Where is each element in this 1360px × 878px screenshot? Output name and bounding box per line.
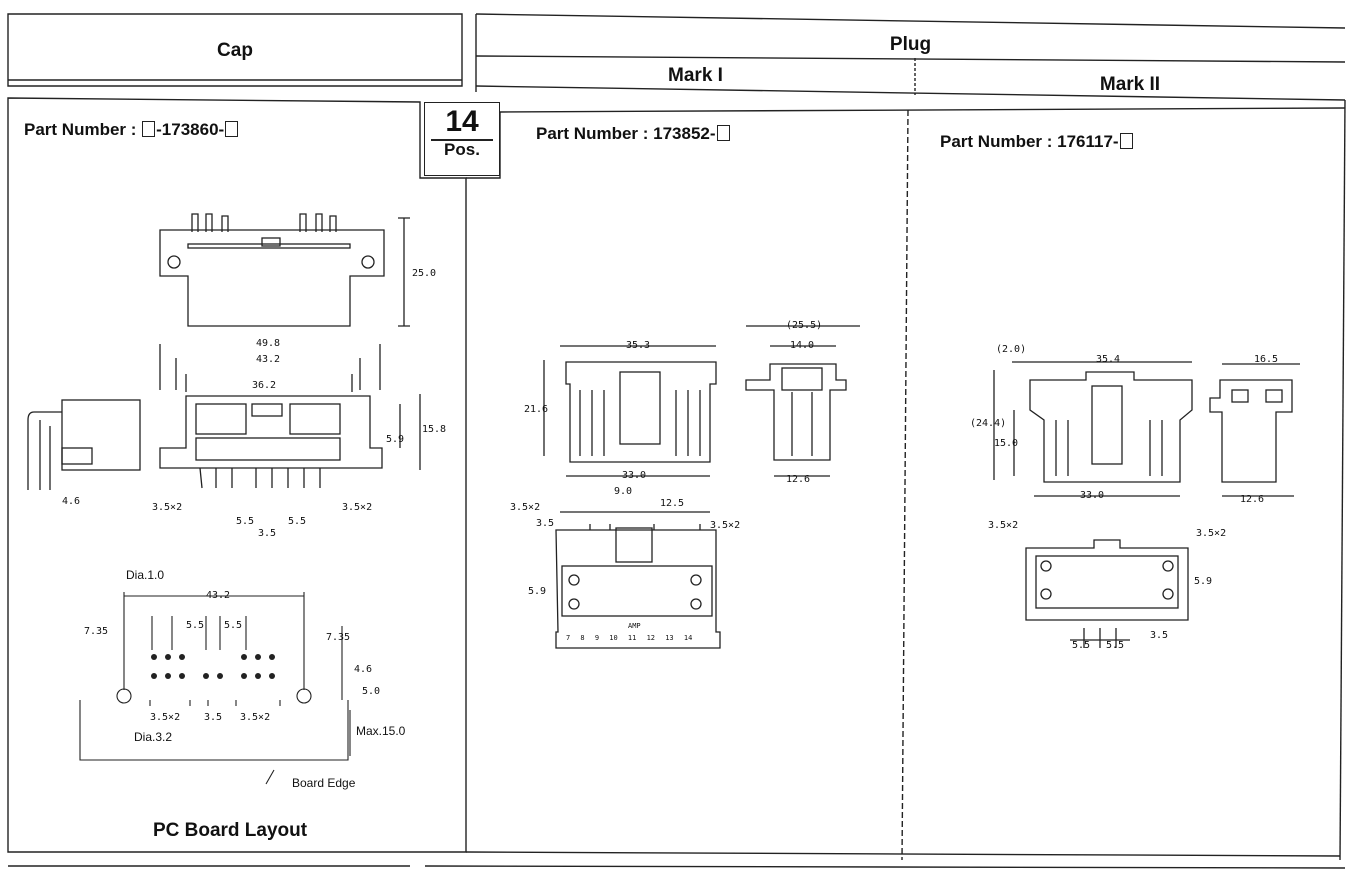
placeholder-box (142, 121, 156, 137)
board-edge-label: Board Edge (292, 776, 356, 790)
mark2-front-view (993, 361, 1193, 497)
dim-label: 7.35 (84, 626, 109, 637)
dim-label: 36.2 (252, 380, 277, 391)
dim-label: 43.2 (256, 354, 281, 365)
dim-label: 3.5 (258, 528, 277, 539)
dim-label: 5.9 (528, 586, 547, 597)
placeholder-box (1119, 133, 1133, 149)
dim-label: 35.3 (626, 340, 651, 351)
mark1-front-view (543, 345, 717, 477)
dim-label: 5.9 (1194, 576, 1213, 587)
dim-label: 5.5 (186, 620, 205, 631)
dim-label: 3.5 (204, 712, 223, 723)
position-count-badge: 14 Pos. (424, 102, 500, 176)
dim-label: 4.6 (62, 496, 81, 507)
mark2-part-number: Part Number : 176117- (940, 132, 1134, 152)
mark1-side-view (745, 325, 860, 477)
dim-label: 5.5 (1106, 640, 1125, 651)
dim-label: 3.5×2 (988, 520, 1019, 531)
dim-label: 35.4 (1096, 354, 1121, 365)
mark2-header: Mark II (1099, 74, 1161, 95)
dim-label: (25.5) (786, 320, 823, 331)
amp-mark: AMP (628, 622, 641, 630)
mark2-side-view (1209, 363, 1300, 497)
mark1-bottom-view (555, 511, 721, 649)
dim-label: 49.8 (256, 338, 281, 349)
dim-label: 3.5 (1150, 630, 1169, 641)
dim-label: 3.5×2 (510, 502, 541, 513)
dim-label: 3.5×2 (1196, 528, 1227, 539)
dim-label: 5.5 (1072, 640, 1091, 651)
max-height-label: Max.15.0 (356, 724, 406, 738)
position-count: 14 (445, 105, 479, 138)
placeholder-box (225, 121, 239, 137)
dim-label: 15.8 (422, 424, 447, 435)
mount-hole-dia-label: Dia.3.2 (134, 730, 173, 744)
dim-label: 12.5 (660, 498, 685, 509)
dim-label: 25.0 (412, 268, 437, 279)
pin-numbers: 7 8 9 10 11 12 13 14 (566, 634, 693, 642)
dim-label: 21.6 (524, 404, 549, 415)
dim-label: 12.6 (786, 474, 811, 485)
mark2-bottom-view (1025, 539, 1189, 648)
dim-label: 3.5×2 (710, 520, 741, 531)
cap-side-view (27, 399, 141, 490)
cap-front-view (159, 344, 421, 489)
dim-label: 14.0 (790, 340, 815, 351)
cap-part-number: Part Number : -173860- (24, 120, 239, 140)
dim-label: 12.6 (1240, 494, 1265, 505)
dim-label: 16.5 (1254, 354, 1279, 365)
dim-label: 9.0 (614, 486, 633, 497)
dim-label: (2.0) (996, 344, 1027, 355)
cap-header: Cap (217, 40, 253, 61)
dim-label: 7.35 (326, 632, 351, 643)
dim-label: 3.5×2 (240, 712, 271, 723)
dim-label: 5.5 (288, 516, 307, 527)
dim-label: 3.5×2 (150, 712, 181, 723)
dim-label: 33.0 (622, 470, 647, 481)
placeholder-box (716, 125, 730, 141)
dim-label: 5.5 (236, 516, 255, 527)
dim-label: 3.5 (536, 518, 555, 529)
mark1-part-number: Part Number : 173852- (536, 124, 731, 144)
dim-label: 3.5×2 (152, 502, 183, 513)
dim-label: 4.6 (354, 664, 373, 675)
dim-label: 5.0 (362, 686, 381, 697)
dim-label: (24.4) (970, 418, 1007, 429)
dim-label: 33.0 (1080, 490, 1105, 501)
plug-header: Plug (889, 34, 932, 55)
cap-top-view (159, 213, 410, 327)
dim-label: 15.0 (994, 438, 1019, 449)
dim-label: 5.5 (224, 620, 243, 631)
mark1-header: Mark I (668, 65, 723, 86)
dim-label: 5.9 (386, 434, 405, 445)
position-unit: Pos. (431, 139, 493, 159)
dim-label: 43.2 (206, 590, 231, 601)
pcb-hole-dia-label: Dia.1.0 (126, 568, 165, 582)
pcb-layout (79, 592, 351, 785)
dim-label: 3.5×2 (342, 502, 373, 513)
pcb-holes (151, 654, 275, 679)
pcb-layout-title: PC Board Layout (152, 820, 308, 841)
